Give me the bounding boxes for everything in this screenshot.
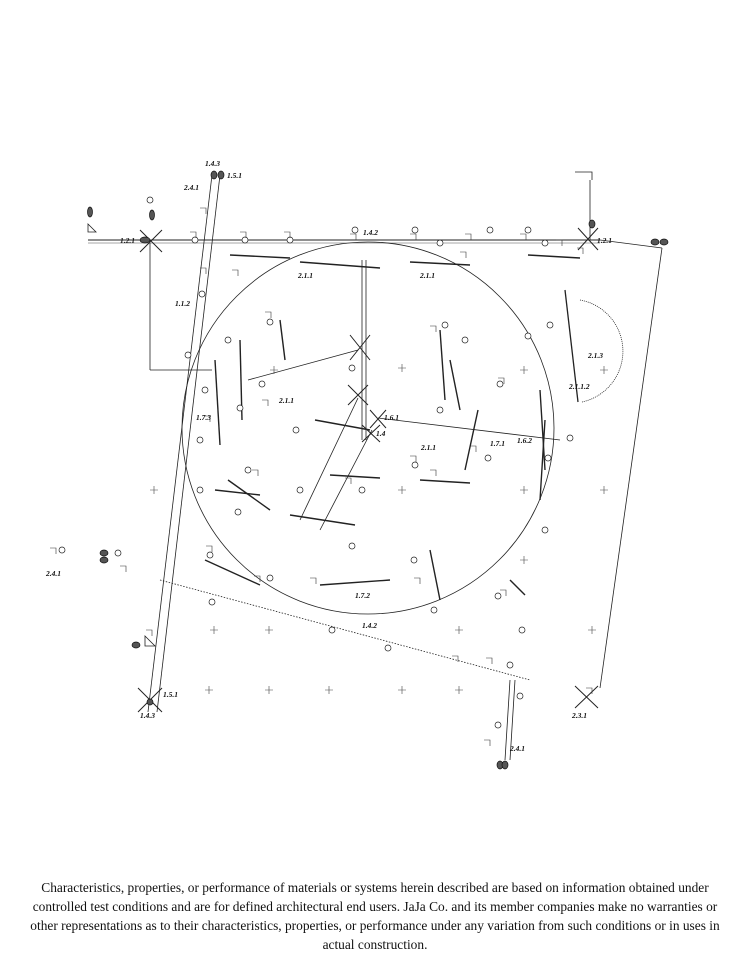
label-1-4-3-bottom: 1.4.3	[140, 711, 155, 720]
label-1-6-2: 1.6.2	[517, 436, 532, 445]
label-2-4-1-top: 2.4.1	[183, 183, 199, 192]
label-2-1-1-c: 2.1.1	[278, 396, 294, 405]
label-1-7-2: 1.7.2	[355, 591, 370, 600]
technical-diagram: 1.4.3 1.5.1 2.4.1 1.2.1 1.2.1 1.4.2 2.1.…	[45, 159, 669, 770]
side-arc	[579, 299, 624, 403]
label-2-1-3: 2.1.3	[587, 351, 603, 360]
label-1-7-3: 1.7.3	[196, 413, 211, 422]
label-2-3-1: 2.3.1	[571, 711, 587, 720]
node-circles	[58, 196, 574, 729]
label-2-1-1-2: 2.1.1.2	[568, 382, 590, 391]
label-1-5-1-top: 1.5.1	[227, 171, 242, 180]
label-2-1-1-a: 2.1.1	[297, 271, 313, 280]
reference-labels: 1.4.3 1.5.1 2.4.1 1.2.1 1.2.1 1.4.2 2.1.…	[45, 159, 612, 753]
label-2-4-1-bottom: 2.4.1	[509, 744, 525, 753]
label-1-1-2: 1.1.2	[175, 299, 190, 308]
label-1-6-1: 1.6.1	[384, 413, 399, 422]
label-2-1-1-d: 2.1.1	[420, 443, 436, 452]
label-1-4-2-top: 1.4.2	[363, 228, 378, 237]
label-1-4: 1.4	[376, 429, 386, 438]
cross-markers	[137, 227, 599, 713]
label-1-7-1: 1.7.1	[490, 439, 505, 448]
label-1-5-1-bottom: 1.5.1	[163, 690, 178, 699]
label-1-4-3-top: 1.4.3	[205, 159, 220, 168]
left-diagonal-a	[147, 174, 213, 713]
main-circle	[181, 241, 555, 615]
fixture-symbols	[87, 170, 669, 770]
label-1-4-2-bottom: 1.4.2	[362, 621, 377, 630]
label-1-2-1-right: 1.2.1	[597, 236, 612, 245]
bottom-slant	[159, 579, 531, 681]
right-diagonal	[599, 247, 663, 689]
left-diagonal-b	[156, 174, 221, 713]
label-2-1-1-b: 2.1.1	[419, 271, 435, 280]
detail-brackets	[50, 207, 593, 746]
disclaimer-text: Characteristics, properties, or performa…	[30, 880, 720, 952]
label-2-4-1-left: 2.4.1	[45, 569, 61, 578]
main-linework	[87, 171, 663, 761]
grid-symbols	[150, 364, 608, 694]
member-segments	[204, 254, 581, 601]
label-1-2-1-left: 1.2.1	[120, 236, 135, 245]
